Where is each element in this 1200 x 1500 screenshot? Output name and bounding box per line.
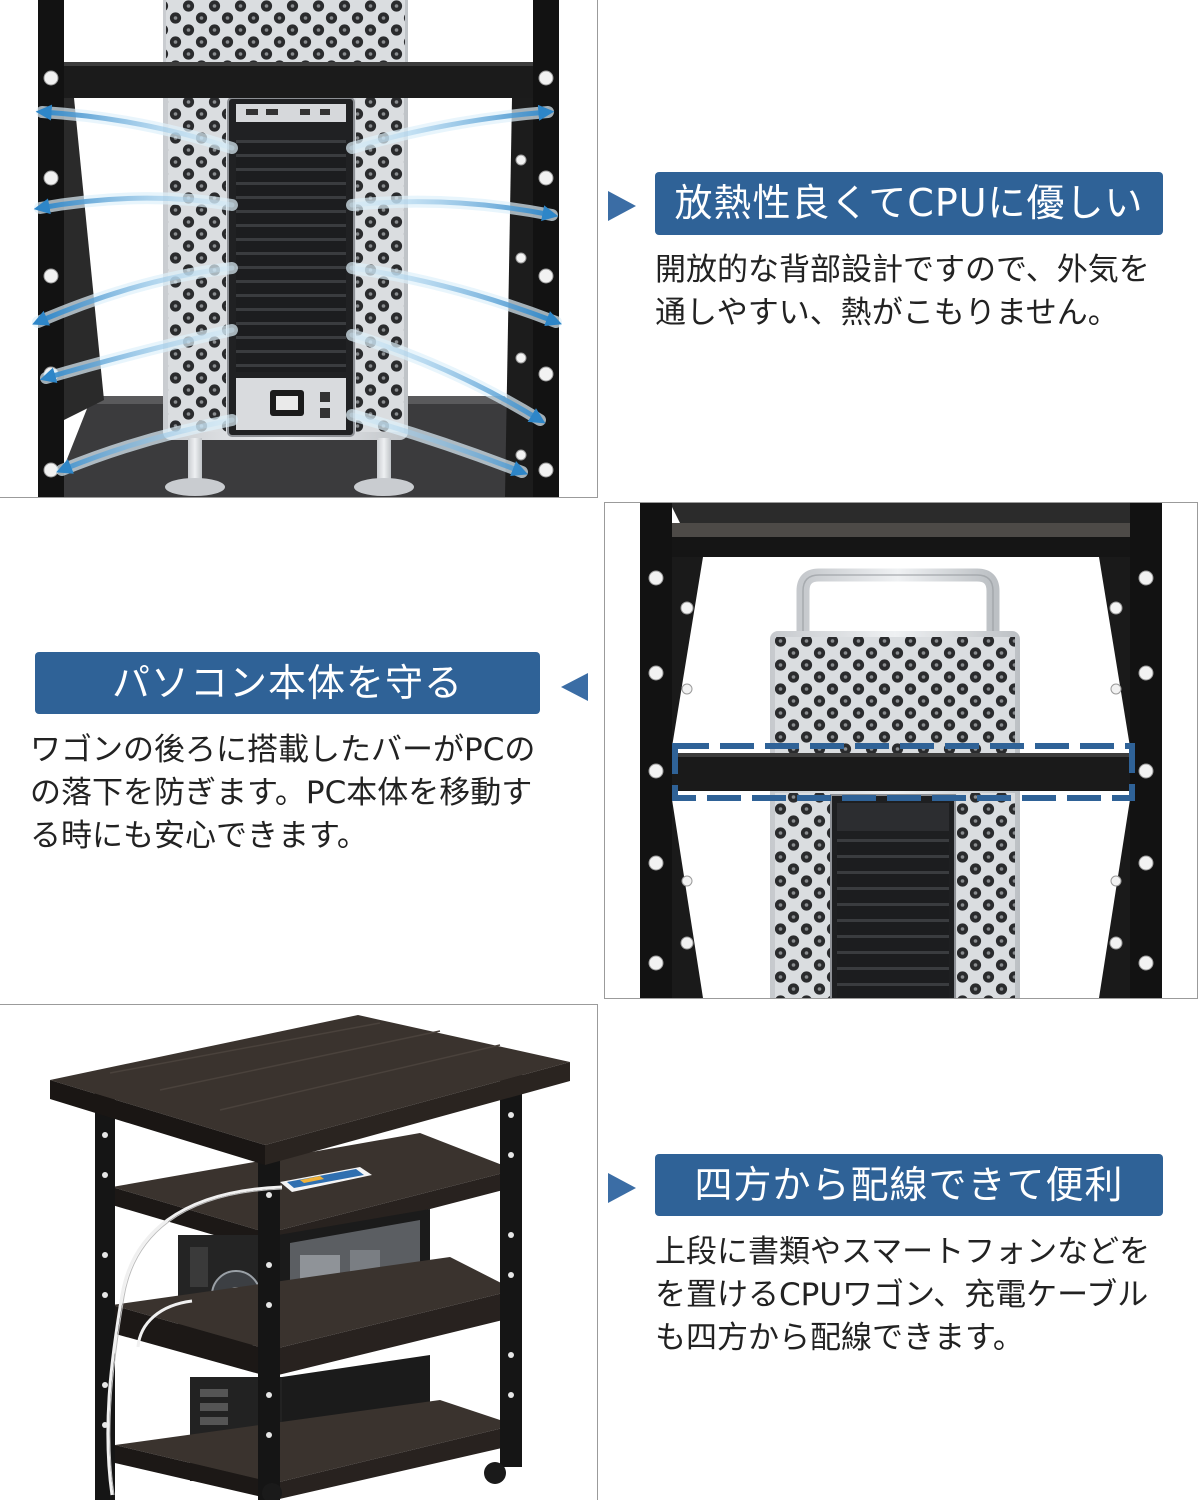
computer-tower xyxy=(163,0,408,440)
airflow-arrow-right xyxy=(349,104,555,151)
leg-front-center xyxy=(258,1155,280,1500)
bottom-shelf xyxy=(115,1400,515,1500)
description-line: も四方から配線できます。 xyxy=(655,1320,1024,1356)
computer-tower xyxy=(770,568,1020,998)
description-line: の落下を防ぎます。PC本体を移動す xyxy=(30,775,533,811)
airflow-arrow-right xyxy=(349,199,559,222)
description-line: る時にも安心できます。 xyxy=(30,818,368,854)
description-line: ワゴンの後ろに搭載したバーがPCの xyxy=(30,732,536,768)
feature-title: 放熱性良くてCPUに優しい xyxy=(674,181,1144,225)
airflow-arrow-right xyxy=(349,412,528,476)
feature-title: パソコン本体を守る xyxy=(111,661,463,705)
rear-bar xyxy=(62,62,535,98)
wagon-photo xyxy=(0,1004,598,1500)
description-line: 通しやすい、熱がこもりません。 xyxy=(655,295,1119,331)
feature-description: 開放的な背部設計ですので、外気を 通しやすい、熱がこもりません。 xyxy=(655,249,1150,335)
rear-bar-photo xyxy=(604,502,1198,999)
airflow-arrow-left xyxy=(32,265,235,326)
bolts xyxy=(648,570,1154,971)
expansion-slots xyxy=(236,140,346,372)
feature-title-banner: パソコン本体を守る xyxy=(35,652,540,714)
triangle-right-icon xyxy=(608,1173,636,1203)
airflow-photo xyxy=(0,0,598,498)
charging-cable-shadow xyxy=(109,1188,283,1496)
charging-cable xyxy=(106,1185,283,1496)
rack-front-view-illustration xyxy=(605,503,1197,998)
airflow-arrow-left xyxy=(39,327,235,383)
lower-shelf xyxy=(112,1257,515,1377)
feature-description: 上段に書類やスマートフォンなどを を置けるCPUワゴン、充電ケーブル も四方から… xyxy=(655,1231,1150,1360)
rear-bar xyxy=(672,753,1132,791)
wagon-legs xyxy=(95,1075,522,1500)
power-button xyxy=(320,392,330,402)
feature-title-banner: 放熱性良くてCPUに優しい xyxy=(655,172,1163,235)
airflow-arrow-right xyxy=(349,332,546,424)
feature-title: 四方から配線できて便利 xyxy=(694,1163,1124,1207)
airflow-arrows xyxy=(32,104,562,478)
description-line: 上段に書類やスマートフォンなどを xyxy=(655,1234,1151,1270)
top-board xyxy=(50,1015,570,1165)
rear-bar-highlight xyxy=(672,743,1135,801)
triangle-left-icon xyxy=(561,672,589,702)
airflow-arrow-left xyxy=(56,417,235,474)
airflow-arrow-left xyxy=(35,104,235,151)
side-brackets xyxy=(671,557,1131,998)
triangle-right-icon xyxy=(608,191,636,221)
expansion-slots xyxy=(837,839,949,998)
casters xyxy=(262,1462,506,1500)
tower-feet xyxy=(165,438,414,496)
airflow-arrow-right xyxy=(349,265,562,327)
top-shelf xyxy=(670,503,1160,557)
feature-title-banner: 四方から配線できて便利 xyxy=(655,1154,1163,1216)
description-line: を置けるCPUワゴン、充電ケーブル xyxy=(655,1277,1149,1313)
side-bracket-left xyxy=(64,98,104,420)
smartphone xyxy=(280,1167,372,1192)
rack-rear-view-illustration xyxy=(0,0,597,497)
leg-front-right xyxy=(500,1075,522,1467)
bolts xyxy=(43,70,554,478)
airflow-arrow-left xyxy=(33,195,235,215)
cpu-wagon-illustration xyxy=(0,1005,597,1500)
feature-description: ワゴンの後ろに搭載したバーがPCの の落下を防ぎます。PC本体を移動す る時にも… xyxy=(30,729,535,858)
description-line: 開放的な背部設計ですので、外気を xyxy=(655,252,1150,288)
leg-holes xyxy=(102,1112,514,1438)
